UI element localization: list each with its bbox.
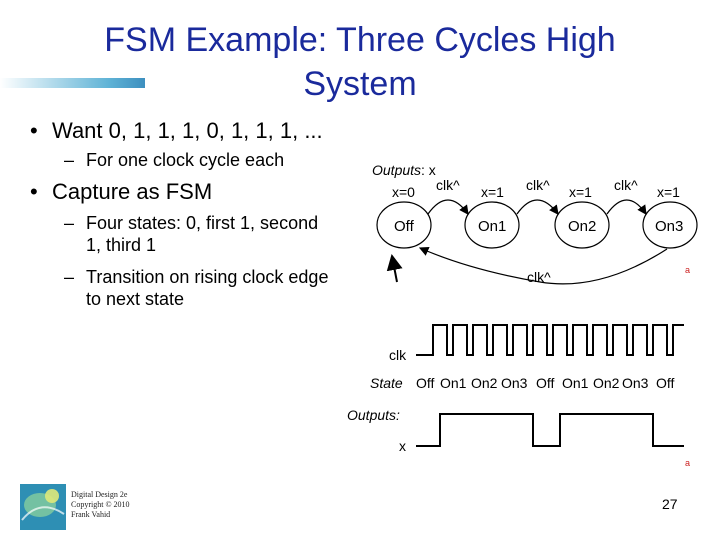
state-sequence: Off On1 On2 On3 Off On1 On2 On3 Off [416,375,675,391]
bullet-1-sub: –For one clock cycle each [64,150,285,170]
state-on2-action: x=1 [569,184,592,200]
bullet-1: •Want 0, 1, 1, 1, 0, 1, 1, 1, ... [30,118,323,143]
state-on3 [642,201,698,249]
state-seq-item: On2 [593,375,620,391]
slide-title: FSM Example: Three Cycles High System [60,18,660,106]
fsm-outputs-header: Outputs: x [372,162,436,178]
state-seq-item: Off [416,375,435,391]
state-seq-item: On1 [562,375,589,391]
timing-x-label: x [399,438,406,454]
page-number: 27 [662,496,678,512]
return-edge-label: clk^ [527,269,551,285]
state-on1-action: x=1 [481,184,504,200]
arc-off-on1 [427,199,469,215]
copyright-block: Digital Design 2e Copyright © 2010 Frank… [71,490,130,519]
state-seq-item: On1 [440,375,467,391]
state-on1 [464,201,520,249]
animation-mark: a [685,265,690,275]
state-on3-label: On3 [655,218,683,235]
arc-on3-off [418,246,668,285]
bullet-2: •Capture as FSM [30,179,213,204]
edge-label-2: clk^ [526,177,550,193]
state-seq-item: On2 [471,375,498,391]
x-waveform [416,413,684,447]
timing-clk-label: clk [389,347,407,363]
state-off [376,201,432,249]
state-off-label: Off [394,218,415,235]
bullet-2-sub-1: –Four states: 0, first 1, second 1, thir… [64,213,319,255]
state-seq-item: On3 [501,375,528,391]
initial-state-arrow [386,254,403,283]
arc-on1-on2 [516,199,559,215]
state-seq-item: Off [656,375,675,391]
dash-marker: – [64,150,75,170]
edge-label-1: clk^ [436,177,460,193]
bullet-dot: • [30,118,38,143]
publisher-logo [20,484,66,530]
state-on1-label: On1 [478,218,506,235]
title-line-1: FSM Example: Three Cycles High [104,21,616,59]
arc-on2-on3 [606,199,647,215]
state-seq-item: Off [536,375,555,391]
clk-waveform [416,324,684,356]
edge-label-3: clk^ [614,177,638,193]
bullet-2-sub-2: –Transition on rising clock edge to next… [64,267,329,309]
dash-marker: – [64,267,75,287]
title-accent-bar [0,78,145,88]
timing-outputs-label: Outputs: [347,407,400,423]
state-off-action: x=0 [392,184,415,200]
dash-marker: – [64,213,75,233]
bullet-dot: • [30,179,38,204]
title-line-2: System [303,65,417,103]
state-on3-action: x=1 [657,184,680,200]
animation-mark: a [685,458,690,468]
state-on2-label: On2 [568,218,596,235]
state-seq-item: On3 [622,375,649,391]
state-on2 [554,201,610,249]
timing-state-label: State [370,375,403,391]
